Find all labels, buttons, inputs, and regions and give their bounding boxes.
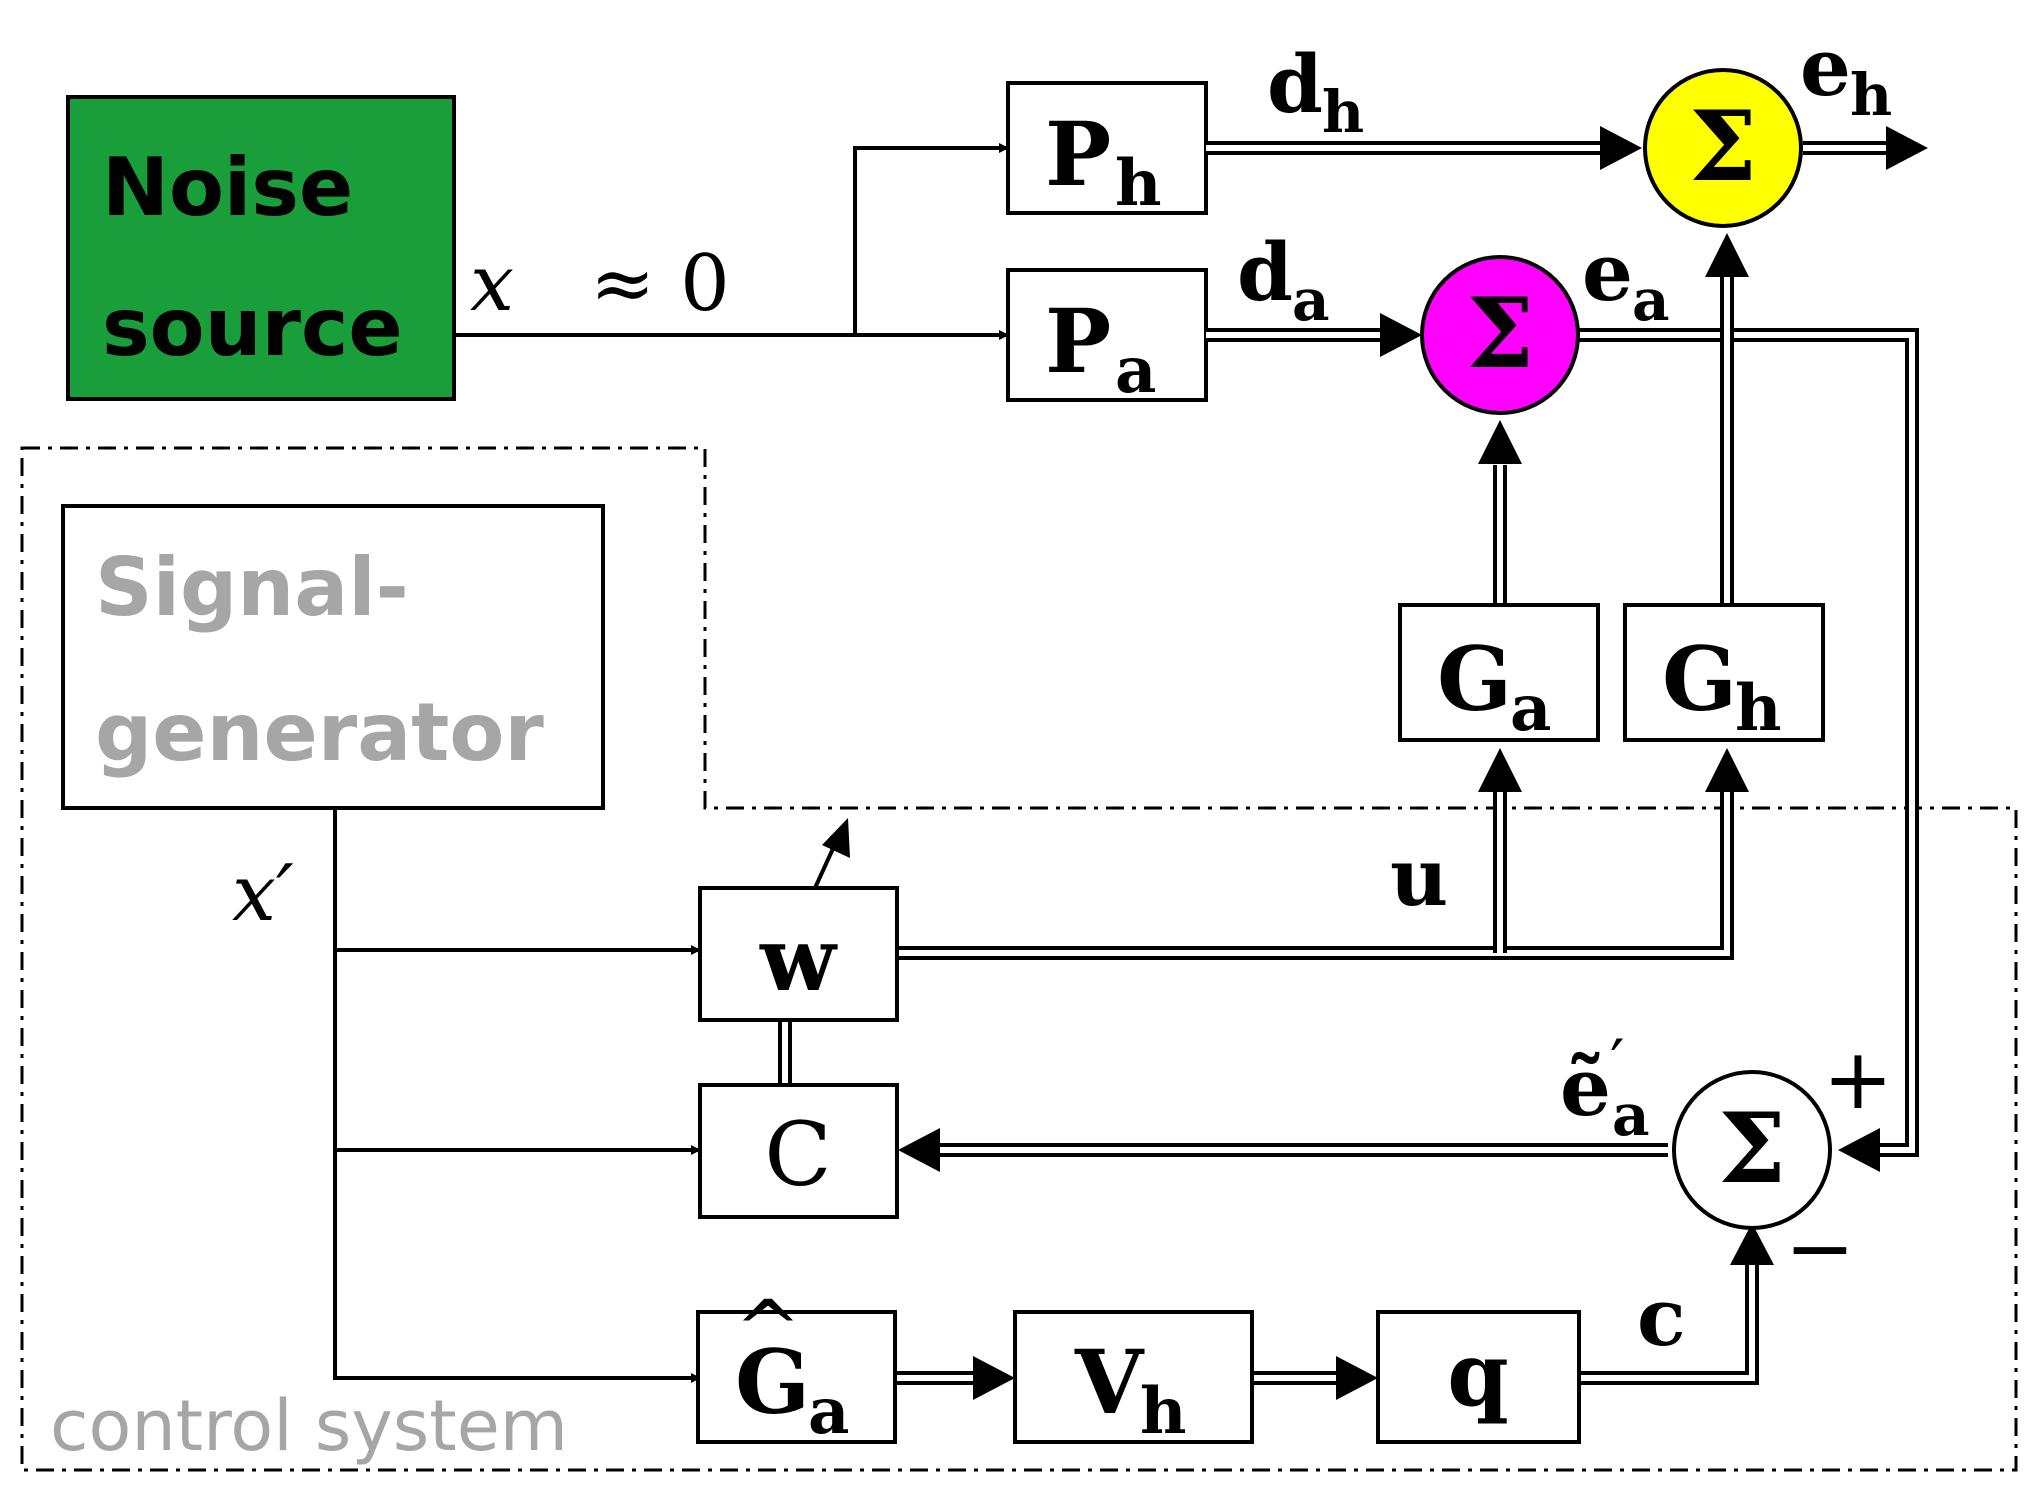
summer-ctrl-symbol: Σ bbox=[1718, 1092, 1786, 1205]
summer-ctrl: Σ + − bbox=[1672, 1030, 1893, 1297]
summer-h-symbol: Σ bbox=[1689, 90, 1757, 203]
signal-u: u bbox=[1390, 830, 1448, 924]
block-Ga bbox=[1398, 603, 1600, 742]
summer-ctrl-plus: + bbox=[1823, 1030, 1893, 1128]
wire-branch-to-Ph bbox=[853, 143, 1009, 335]
arrowhead-Vh-left bbox=[973, 1356, 1015, 1400]
summer-a-symbol: Σ bbox=[1466, 277, 1534, 390]
signal-generator-rect bbox=[61, 504, 605, 810]
block-Ph-label: P bbox=[1045, 102, 1111, 206]
block-Ph bbox=[1006, 81, 1208, 215]
block-Ga-label: G bbox=[1437, 627, 1512, 731]
block-q-label: q bbox=[1447, 1322, 1509, 1426]
signal-dh: d bbox=[1267, 37, 1323, 131]
block-w bbox=[698, 886, 899, 1022]
input-x-label: x bbox=[470, 239, 514, 329]
summer-h-circle bbox=[1643, 68, 1803, 228]
noise-source-label-2: source bbox=[102, 281, 403, 374]
arrowhead-sumh-bottom bbox=[1705, 233, 1749, 277]
block-Pa-sub: a bbox=[1115, 333, 1156, 408]
noise-source-rect bbox=[66, 95, 456, 401]
arrowhead-C-right bbox=[898, 1128, 940, 1172]
dbl-suma-to-sumctrl-inner bbox=[1575, 332, 1915, 1153]
summer-ctrl-minus: − bbox=[1785, 1199, 1855, 1297]
arrowhead-Ga-bottom bbox=[1478, 748, 1522, 792]
arrowhead-sumh-left bbox=[1600, 126, 1642, 170]
arrowhead-sumctrl-right bbox=[1838, 1128, 1880, 1172]
arrowhead-Gh-bottom bbox=[1705, 748, 1749, 792]
summer-a: Σ bbox=[1420, 255, 1580, 415]
arrowhead-sumctrl-bottom bbox=[1730, 1223, 1774, 1265]
signal-generator-label-2: generator bbox=[95, 686, 544, 779]
arrowheads bbox=[898, 126, 1928, 1400]
block-Gh-sub: h bbox=[1735, 671, 1782, 746]
signal-da: d bbox=[1237, 225, 1293, 319]
summer-a-circle bbox=[1420, 255, 1580, 415]
block-Ph-sub: h bbox=[1115, 146, 1162, 221]
block-Vh bbox=[1013, 1310, 1254, 1444]
dbl-w-to-Gh-inner bbox=[897, 788, 1730, 956]
adapt-arrowhead bbox=[822, 818, 850, 858]
signal-eh: e bbox=[1800, 20, 1851, 114]
control-system-label: control system bbox=[50, 1385, 568, 1467]
dbl-w-to-Gh bbox=[897, 790, 1734, 960]
input-approx-label: ≈ 0 bbox=[590, 239, 730, 329]
block-Ga-hat-label: G bbox=[735, 1330, 810, 1434]
block-q bbox=[1376, 1310, 1581, 1444]
block-Pa-label: P bbox=[1045, 289, 1111, 393]
signal-ea-tilde-prime: ′ bbox=[1610, 1027, 1625, 1101]
input-xprime-label: x′ bbox=[232, 849, 294, 939]
arrowhead-eh-out bbox=[1886, 126, 1928, 170]
signal-generator-label-1: Signal- bbox=[95, 541, 409, 634]
signal-ea-tilde: ẽ bbox=[1560, 1040, 1611, 1134]
block-Gh-label: G bbox=[1662, 627, 1737, 731]
noise-source-label-1: Noise bbox=[102, 141, 353, 234]
block-Vh-label: V bbox=[1074, 1330, 1145, 1434]
arrowhead-suma-left bbox=[1380, 313, 1422, 357]
block-w-label: w bbox=[759, 907, 838, 1011]
signal-generator-block: Signal- generator bbox=[61, 504, 605, 810]
signal-da-sub: a bbox=[1292, 266, 1330, 334]
block-C-label: C bbox=[764, 1103, 831, 1206]
arrowhead-q-left bbox=[1336, 1356, 1378, 1400]
dbl-q-to-sumctrl-inner bbox=[1579, 1260, 1755, 1381]
signal-c: c bbox=[1637, 1270, 1686, 1364]
summer-ctrl-circle bbox=[1672, 1070, 1832, 1230]
signal-dh-sub: h bbox=[1322, 78, 1364, 146]
block-Ga-hat-hat: ^ bbox=[734, 1283, 801, 1376]
block-Vh-sub: h bbox=[1140, 1374, 1187, 1449]
block-Gh bbox=[1623, 603, 1825, 742]
noise-source-block: Noise source bbox=[66, 95, 456, 401]
signal-ea-tilde-sub: a bbox=[1612, 1081, 1650, 1149]
signal-eh-sub: h bbox=[1850, 61, 1892, 129]
block-Ga-hat bbox=[696, 1310, 897, 1444]
summer-h: Σ bbox=[1643, 68, 1803, 228]
signal-ea-sub: a bbox=[1632, 266, 1670, 334]
block-C bbox=[698, 1083, 899, 1219]
signal-ea: e bbox=[1582, 225, 1633, 319]
arrowhead-suma-bottom bbox=[1478, 420, 1522, 464]
block-Ga-sub: a bbox=[1510, 671, 1551, 746]
double-lines bbox=[778, 141, 1919, 1385]
block-Ga-hat-sub: a bbox=[808, 1374, 849, 1449]
wire-xprime-trunk bbox=[333, 808, 701, 1383]
